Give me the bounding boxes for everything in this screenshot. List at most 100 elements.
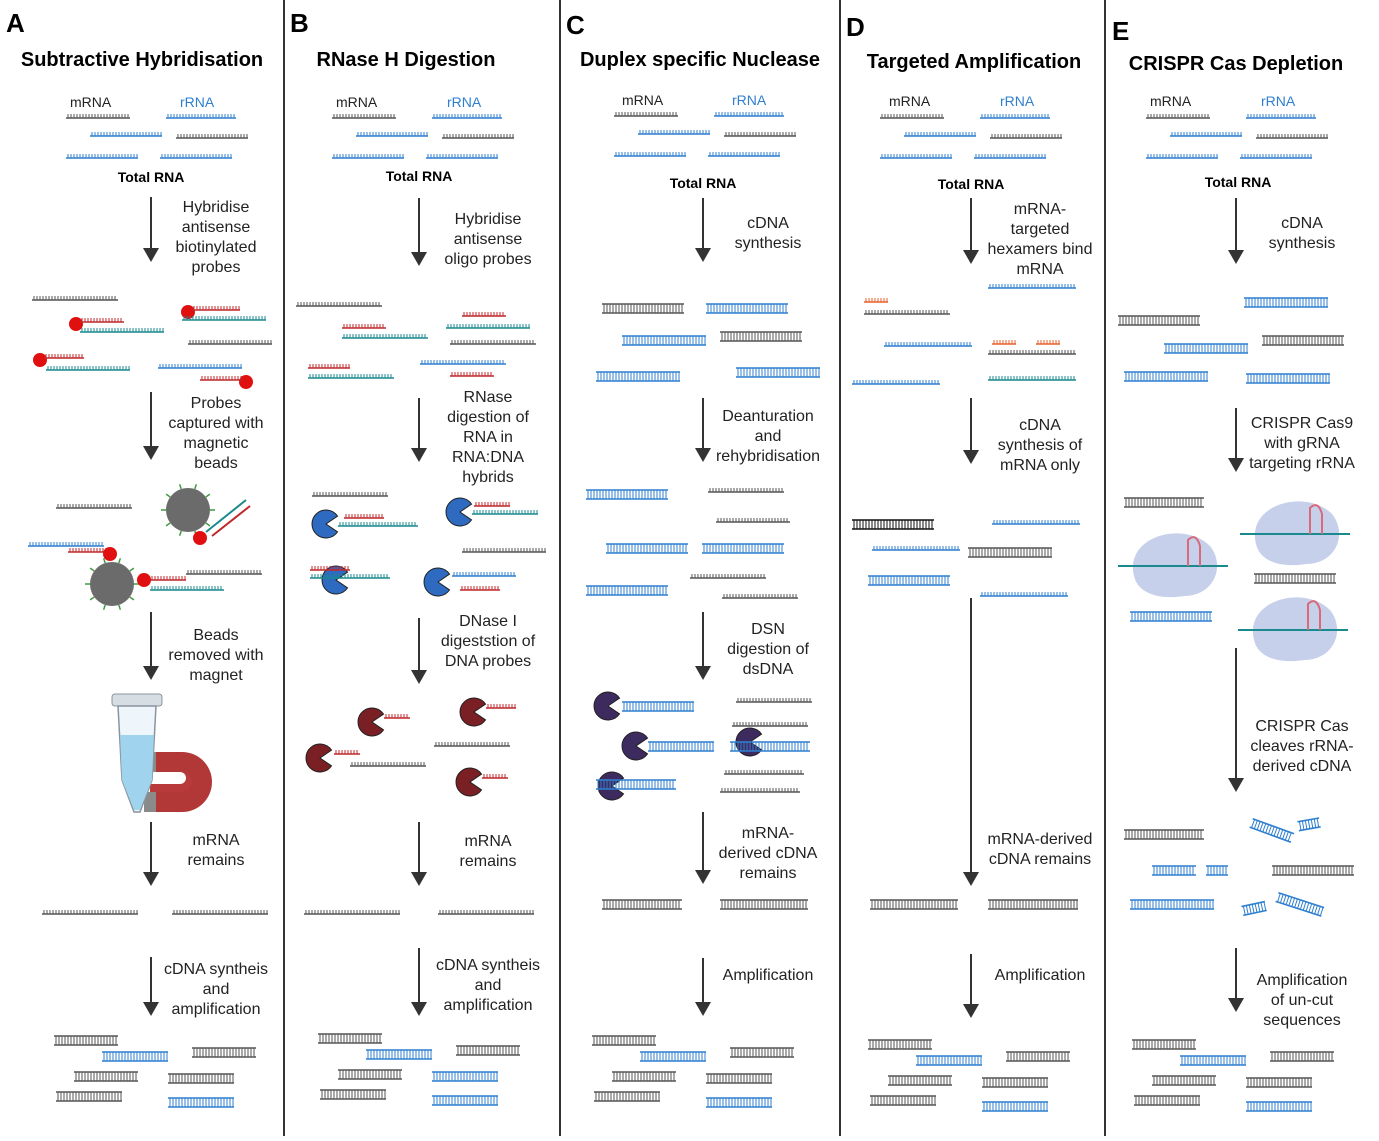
a-amp-5 — [56, 1091, 122, 1102]
b-r-probe-3 — [310, 566, 350, 571]
panel-a-mrna-label: mRNA — [70, 94, 112, 110]
d-h-hex-1 — [864, 298, 888, 303]
d-c-rrna-3-bases — [981, 592, 1067, 596]
c-total-rrna-3-bases — [615, 152, 686, 156]
panel-b-title: RNase H Digestion — [317, 49, 496, 71]
c-total-rrna-1 — [714, 112, 784, 117]
e-total-rrna-1 — [1246, 114, 1316, 119]
c-total-mrna-1 — [614, 112, 678, 117]
a-total-rrna-4 — [160, 154, 232, 159]
b-d-mrna-2 — [434, 742, 510, 747]
a-amp-4 — [168, 1073, 234, 1084]
panel-3-step-0-line-1: targeted — [1011, 221, 1070, 238]
c-amp-5 — [594, 1091, 660, 1102]
b-d-mrna-1-bases — [351, 762, 425, 766]
e-amp-1-rungs — [1271, 1052, 1333, 1061]
tube-liquid — [120, 735, 154, 810]
a-b-probe-diag — [211, 505, 251, 537]
b-r-teal-1-bases — [339, 522, 416, 526]
d-amp-6 — [982, 1101, 1048, 1112]
b-amp-3 — [338, 1069, 402, 1080]
b-h-probe-1 — [342, 324, 386, 329]
a-h-probe-2-rna — [192, 306, 240, 311]
b-amp-6 — [432, 1095, 498, 1106]
panel-3-step-0-line-2: hexamers bind — [988, 241, 1093, 258]
d-h-rrna-1 — [988, 284, 1076, 289]
c-amp-1-rungs — [731, 1048, 793, 1057]
c-s-dup-6 — [736, 367, 820, 378]
b-remain-1-bases — [439, 910, 534, 914]
e-total-rrna-2-bases — [1171, 132, 1242, 136]
panel-e-title: CRISPR Cas Depletion — [1129, 53, 1343, 75]
c-r-mrna-4-bases — [723, 594, 797, 598]
b-amp-2 — [366, 1049, 432, 1060]
c-d-dsn-1 — [593, 691, 621, 721]
panel-dividers — [283, 0, 1106, 1136]
c-s-dup-2-rungs — [707, 304, 787, 313]
b-d-dnase-2 — [459, 697, 487, 727]
a-b-bead-2-spike — [118, 558, 122, 564]
c-r-mrna-4 — [722, 594, 798, 599]
d-total-rrna-4-bases — [975, 154, 1046, 158]
c-s-dup-4 — [720, 331, 802, 342]
a-b-bead-2 — [85, 558, 139, 610]
e-x-dup-7 — [1297, 817, 1321, 832]
panel-3-step-1-line-2: mRNA only — [1000, 457, 1080, 474]
d-total-rrna-3-bases — [881, 154, 952, 158]
d-h-teal-1 — [988, 376, 1076, 381]
panel-4-step-3-line-1: of un-cut — [1271, 992, 1334, 1009]
d-c-dup-3-rungs — [869, 576, 949, 585]
a-b-bead-2-spike — [118, 604, 122, 610]
a-b-mrna-1-bases — [57, 504, 131, 508]
d-c-rrna-3 — [980, 592, 1068, 597]
a-b-rrna-1-bases — [29, 542, 103, 546]
a-total-rrna-2-bases — [91, 132, 162, 136]
panel-1-step-1-line-0: RNase — [464, 389, 513, 406]
b-remain-1 — [438, 910, 534, 915]
e-s-dup-3-rungs — [1165, 344, 1248, 353]
a-remain-0-bases — [43, 910, 138, 914]
a-h-rrna-1 — [158, 364, 242, 369]
e-x-dup-6 — [1249, 817, 1295, 843]
e-x-dup-1 — [1124, 829, 1204, 840]
b-h-rrna-1-bases — [421, 360, 504, 364]
b-h-teal-3-bases — [309, 374, 392, 378]
panel-d-total-label: Total RNA — [938, 176, 1005, 192]
a-b-probe-1 — [68, 548, 108, 553]
e-total-rrna-3-bases — [1147, 154, 1218, 158]
e-c-cas-2-grna — [1309, 504, 1323, 534]
panel-3-step-2-line-1: cDNA remains — [989, 851, 1091, 868]
a-h-probe-1-biotin — [69, 317, 83, 331]
c-d-dup-3-rungs — [731, 742, 808, 751]
b-h-rrna-1 — [420, 360, 506, 365]
a-b-bead-2-spike — [89, 596, 95, 601]
d-h-rrna-2 — [884, 342, 972, 347]
e-amp-3-rungs — [1153, 1076, 1215, 1085]
panel-4-step-3-line-2: sequences — [1263, 1012, 1340, 1029]
e-c-dup-2 — [1254, 573, 1336, 584]
c-r-dup-1 — [586, 489, 668, 500]
e-amp-2 — [1180, 1055, 1246, 1066]
e-c-cas-3-grna — [1307, 600, 1321, 630]
a-b-bead-1-spike — [178, 530, 182, 536]
e-x-dup-4 — [1272, 865, 1354, 876]
b-d-probe-1 — [384, 714, 410, 719]
d-m-dup-1-rungs — [871, 900, 957, 909]
c-r-dup-1-rungs — [587, 490, 667, 499]
panel-2-step-1-line-0: Deanturation — [722, 408, 814, 425]
a-b-bead-1-spike — [165, 522, 171, 527]
a-amp-3 — [74, 1071, 138, 1082]
d-m-dup-2-rungs — [989, 900, 1078, 909]
panel-1-step-0-arrow-head — [411, 252, 427, 266]
panel-2-step-3-line-0: mRNA- — [742, 825, 794, 842]
b-d-mrna-2-bases — [435, 742, 509, 746]
b-r-teal-3 — [310, 574, 390, 579]
b-h-teal-2-bases — [447, 324, 530, 328]
panel-e-rrna-label: rRNA — [1261, 93, 1296, 109]
b-amp-6-rungs — [433, 1096, 498, 1105]
b-remain-0 — [304, 910, 400, 915]
